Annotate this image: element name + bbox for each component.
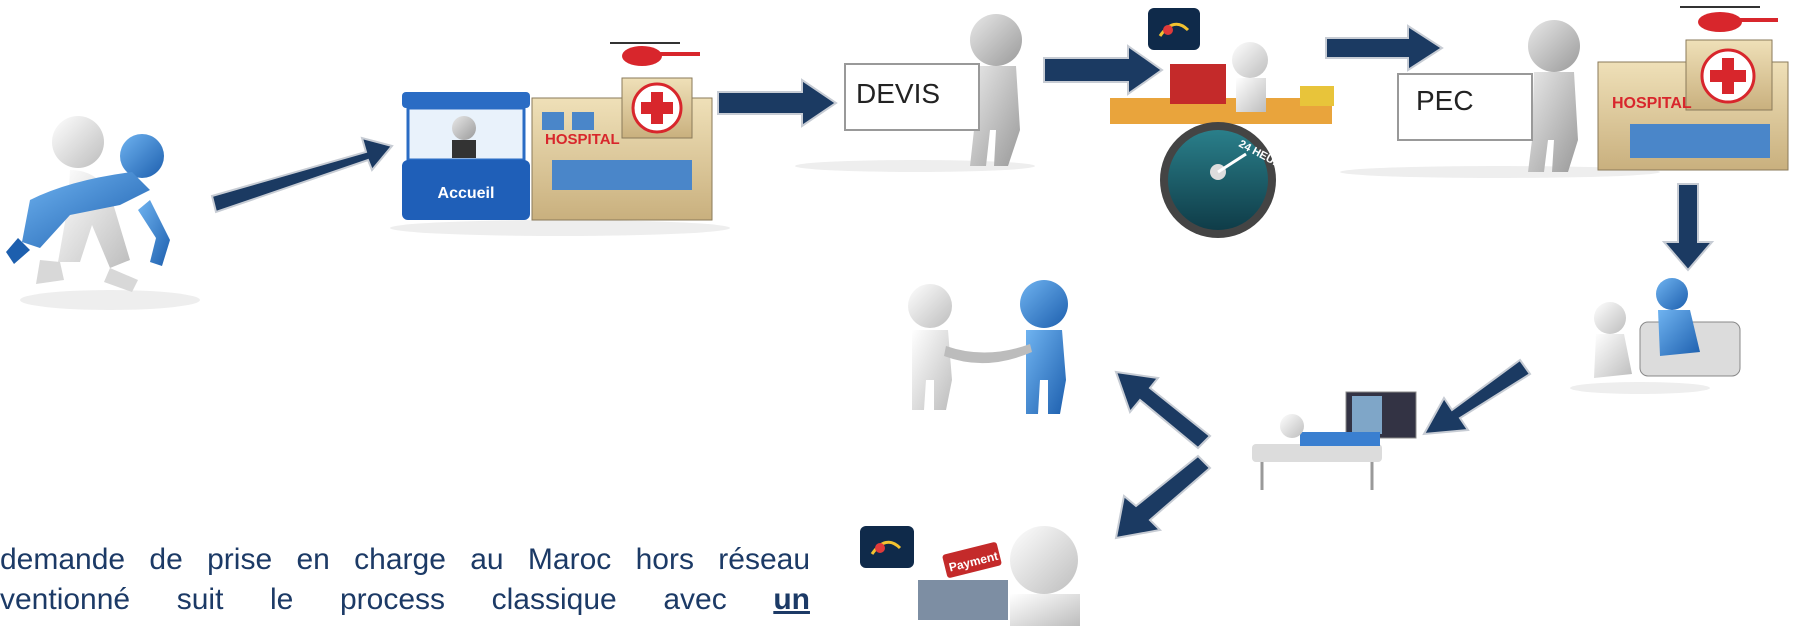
pec-sign-text: PEC <box>1416 85 1474 116</box>
devis-sign-text: DEVIS <box>856 78 940 109</box>
logo-badge-bottom <box>860 526 914 568</box>
caption-word: avec <box>663 583 727 616</box>
arrow-6 <box>1422 358 1532 436</box>
caption-paragraph: demande de prise en charge au Maroc hors… <box>0 540 810 620</box>
helicopter-icon <box>1680 6 1778 32</box>
arrow-2 <box>717 78 838 128</box>
hospital-sign-1: HOSPITAL <box>545 131 620 148</box>
devis-figure: DEVIS <box>795 14 1035 172</box>
pec-figure: PEC <box>1340 20 1660 178</box>
desk-24h: 24 HEURES <box>1110 8 1334 238</box>
caption-word: ventionné <box>0 583 131 616</box>
rescuer-figure <box>6 116 200 310</box>
online-payment: Payment <box>860 526 1080 626</box>
arrow-7 <box>1114 370 1212 450</box>
caption-word: suit <box>176 583 224 616</box>
caption-emphasis: un <box>773 583 810 616</box>
arrow-5 <box>1661 183 1715 272</box>
helicopter-icon <box>610 42 700 66</box>
medical-exam <box>1570 278 1741 394</box>
caption-word: le <box>270 583 294 616</box>
reception-label: Accueil <box>438 185 495 202</box>
arrow-1 <box>210 136 394 214</box>
hospital-sign-2: HOSPITAL <box>1612 95 1692 112</box>
caption-line-2: ventionné suit le process classique avec… <box>0 580 810 620</box>
logo-badge-top <box>1148 8 1200 50</box>
arrow-4 <box>1325 24 1444 72</box>
caption-word: classique <box>491 583 617 616</box>
hospital-bed <box>1252 391 1417 490</box>
arrow-8 <box>1114 454 1212 540</box>
reception-hospital: Accueil HOSPITAL <box>390 42 730 236</box>
caption-word: process <box>339 583 446 616</box>
flow-arrows <box>210 24 1715 540</box>
handshake-figures <box>908 280 1068 414</box>
arrow-3 <box>1043 44 1164 96</box>
hospital-right: HOSPITAL <box>1597 6 1789 171</box>
caption-line-1: demande de prise en charge au Maroc hors… <box>0 543 810 576</box>
